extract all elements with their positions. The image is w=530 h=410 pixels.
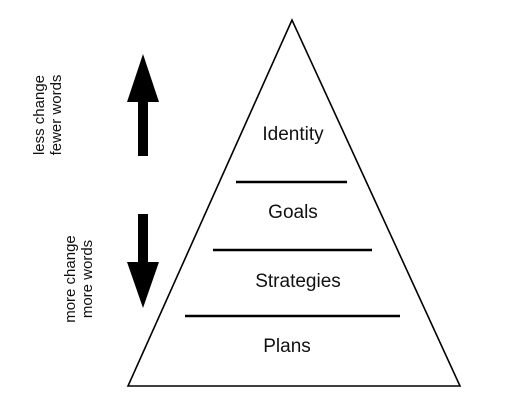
up-arrow-icon	[127, 54, 159, 156]
top-annotation: less change fewer words	[31, 75, 65, 156]
down-arrow-icon	[127, 214, 159, 308]
bottom-annotation: more change more words	[62, 235, 96, 323]
bottom-annotation-line-1: more change	[62, 235, 79, 323]
top-annotation-line-2: fewer words	[48, 75, 65, 156]
bottom-annotation-line-2: more words	[79, 240, 96, 318]
top-annotation-line-1: less change	[31, 75, 48, 155]
level-label-plans: Plans	[263, 336, 311, 357]
level-label-goals: Goals	[268, 202, 318, 223]
level-label-identity: Identity	[262, 124, 324, 145]
level-label-strategies: Strategies	[255, 271, 341, 292]
pyramid-outline	[126, 18, 462, 387]
